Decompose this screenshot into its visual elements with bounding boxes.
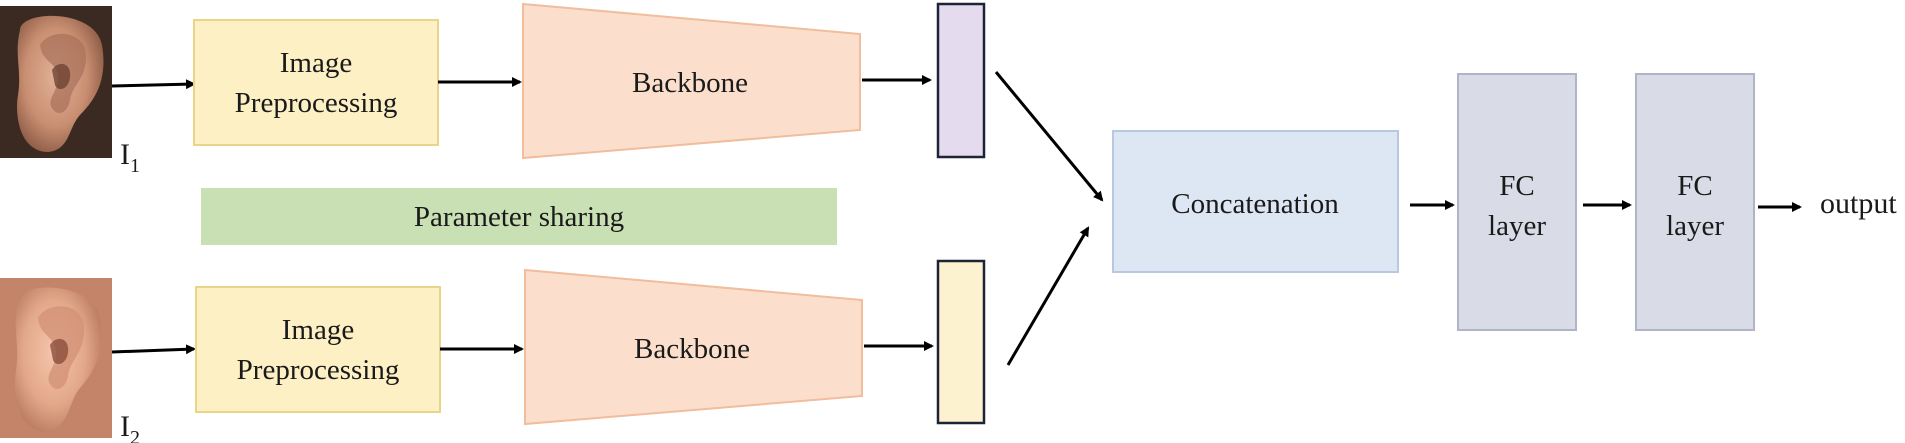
output-label: output <box>1820 187 1897 220</box>
concatenation-box: Concatenation <box>1112 130 1399 273</box>
preprocessing-label-line2: Preprocessing <box>237 354 400 386</box>
backbone-label: Backbone <box>632 67 748 99</box>
backbone-label: Backbone <box>634 333 750 365</box>
preprocessing-box-top: Image Preprocessing <box>193 19 439 146</box>
fc-label-line2: layer <box>1488 210 1546 242</box>
preprocessing-label-line1: Image <box>280 47 352 79</box>
input-label-1: I1 <box>120 138 140 177</box>
preprocessing-box-bottom: Image Preprocessing <box>195 286 441 413</box>
fc-layer-1: FC layer <box>1457 73 1577 331</box>
parameter-sharing-bar: Parameter sharing <box>201 188 837 245</box>
arrow-icon <box>111 344 196 355</box>
fc-label-line1: FC <box>1677 170 1712 202</box>
arrow-icon <box>1006 226 1090 366</box>
fc-layer-2: FC layer <box>1635 73 1755 331</box>
concatenation-label: Concatenation <box>1171 188 1339 220</box>
arrow-icon <box>994 71 1104 202</box>
parameter-sharing-label: Parameter sharing <box>414 201 624 233</box>
ear-photo-1 <box>0 6 112 158</box>
preprocessing-label-line2: Preprocessing <box>235 87 398 119</box>
arrow-icon <box>111 79 196 90</box>
input-label-2: I2 <box>120 410 140 443</box>
feature-vector-bottom <box>936 259 986 425</box>
fc-label-line1: FC <box>1499 170 1534 202</box>
backbone-bottom: Backbone <box>524 268 863 426</box>
fc-label-line2: layer <box>1666 210 1724 242</box>
backbone-top: Backbone <box>522 2 861 160</box>
ear-photo-2 <box>0 278 112 438</box>
preprocessing-label-line1: Image <box>282 314 354 346</box>
feature-vector-top <box>936 2 986 159</box>
